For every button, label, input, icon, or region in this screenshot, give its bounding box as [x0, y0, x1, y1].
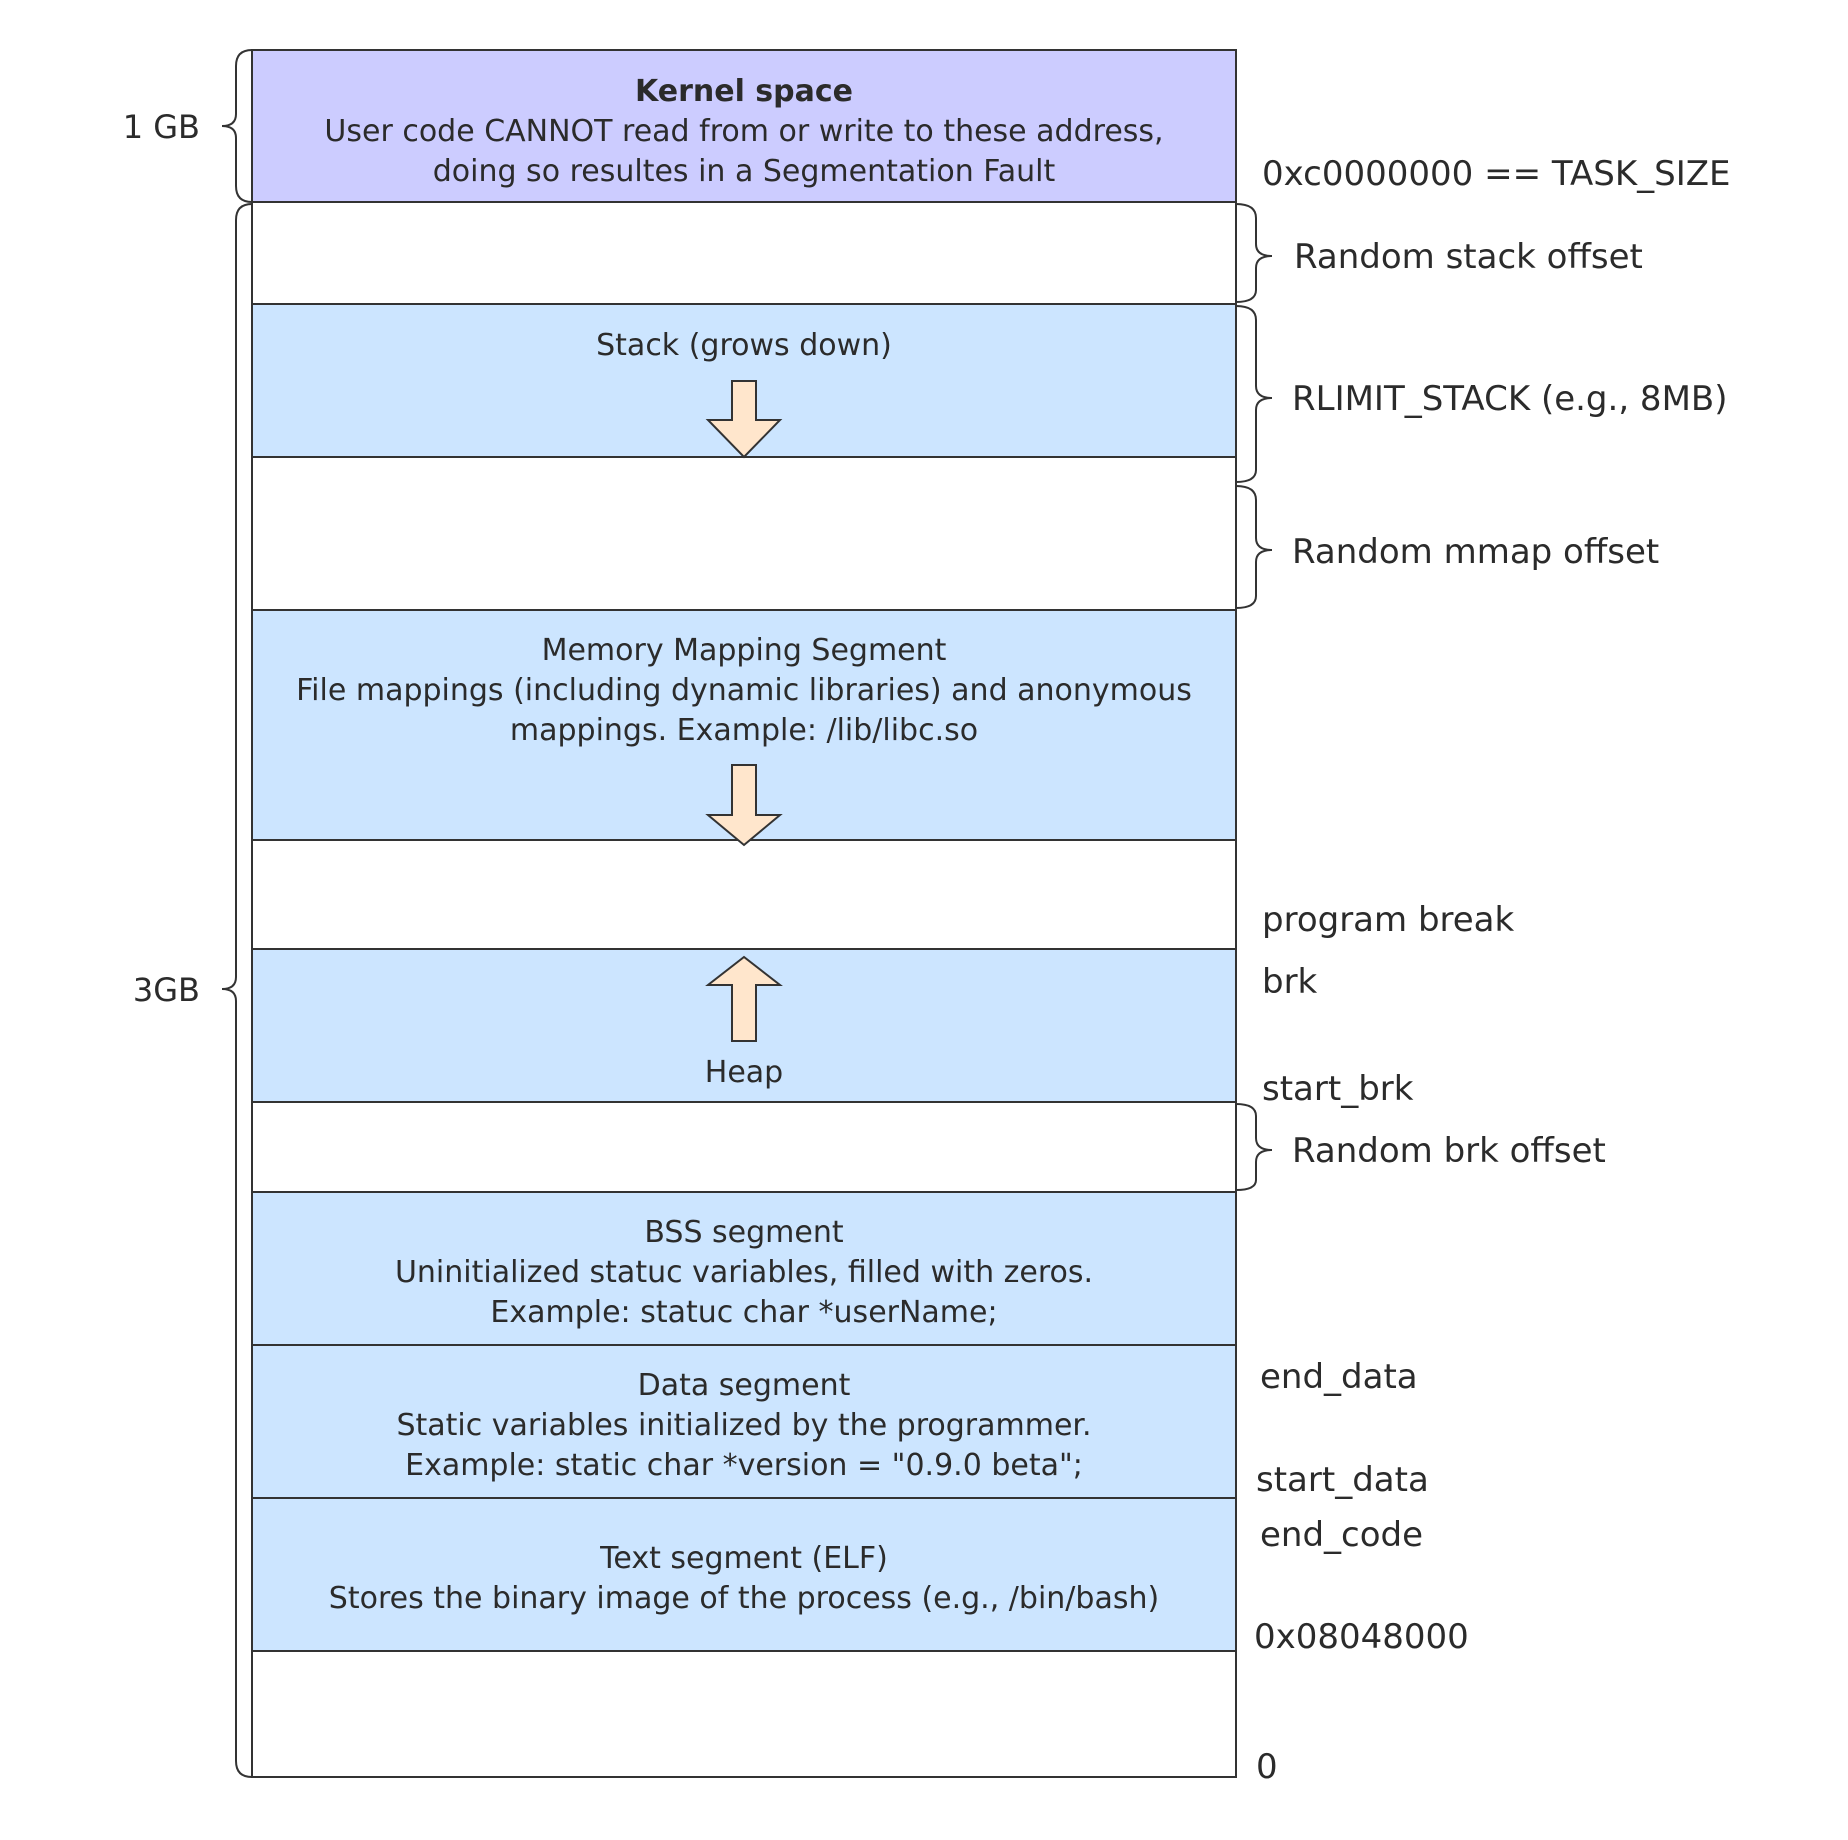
user-size-label: 3GB — [133, 971, 200, 1009]
random-stack-offset-label: Random stack offset — [1294, 237, 1643, 277]
text-start-address-label: 0x08048000 — [1254, 1617, 1469, 1657]
kernel-space-desc-line1: User code CANNOT read from or write to t… — [324, 114, 1163, 149]
kernel-size-brace — [221, 49, 253, 203]
data-segment-desc-line2: Example: static char *version = "0.9.0 b… — [405, 1448, 1083, 1483]
data-segment-desc-line1: Static variables initialized by the prog… — [396, 1408, 1091, 1443]
text-segment-desc-line1: Stores the binary image of the process (… — [329, 1581, 1159, 1616]
bottom-reserved-block — [251, 1650, 1237, 1778]
mmap-desc-line2: mappings. Example: /lib/libc.so — [510, 713, 978, 748]
stack-title: Stack (grows down) — [596, 328, 892, 363]
random-stack-gap-block — [251, 201, 1237, 305]
random-mmap-gap-block — [251, 456, 1237, 611]
stack-grow-down-arrow — [705, 380, 783, 459]
memory-mapping-block — [251, 609, 1237, 841]
random-stack-brace — [1235, 203, 1273, 303]
random-mmap-brace — [1235, 485, 1273, 609]
heap-grow-up-arrow — [705, 955, 783, 1042]
unallocated-gap-block — [251, 839, 1237, 950]
bss-segment-block — [251, 1191, 1237, 1346]
data-segment-title: Data segment — [638, 1368, 851, 1403]
bss-title: BSS segment — [644, 1215, 844, 1250]
end-code-label: end_code — [1260, 1515, 1423, 1555]
end-data-label: end_data — [1260, 1357, 1418, 1397]
kernel-space-desc-line2: doing so resultes in a Segmentation Faul… — [433, 154, 1056, 189]
random-brk-brace — [1235, 1103, 1273, 1191]
random-mmap-offset-label: Random mmap offset — [1292, 532, 1659, 572]
program-break-label: program break — [1262, 900, 1515, 940]
mmap-desc-line1: File mappings (including dynamic librari… — [296, 673, 1192, 708]
rlimit-stack-brace — [1235, 305, 1273, 483]
zero-address-label: 0 — [1256, 1747, 1278, 1787]
bss-desc-line1: Uninitialized statuc variables, filled w… — [395, 1255, 1093, 1290]
mmap-grow-down-arrow — [705, 764, 783, 847]
bss-desc-line2: Example: statuc char *userName; — [490, 1295, 997, 1330]
kernel-size-label: 1 GB — [123, 108, 200, 146]
mmap-title: Memory Mapping Segment — [542, 633, 947, 668]
brk-label: brk — [1262, 962, 1318, 1002]
start-data-label: start_data — [1256, 1460, 1429, 1500]
data-segment-block — [251, 1344, 1237, 1499]
user-size-brace — [221, 203, 253, 1778]
kernel-space-block — [251, 49, 1237, 203]
task-size-address-label: 0xc0000000 == TASK_SIZE — [1262, 154, 1731, 194]
kernel-space-title: Kernel space — [635, 74, 853, 109]
random-brk-gap-block — [251, 1101, 1237, 1193]
random-brk-offset-label: Random brk offset — [1292, 1131, 1606, 1171]
rlimit-stack-label: RLIMIT_STACK (e.g., 8MB) — [1292, 379, 1728, 419]
text-segment-title: Text segment (ELF) — [599, 1541, 888, 1576]
start-brk-label: start_brk — [1262, 1069, 1414, 1109]
heap-title: Heap — [705, 1055, 783, 1090]
